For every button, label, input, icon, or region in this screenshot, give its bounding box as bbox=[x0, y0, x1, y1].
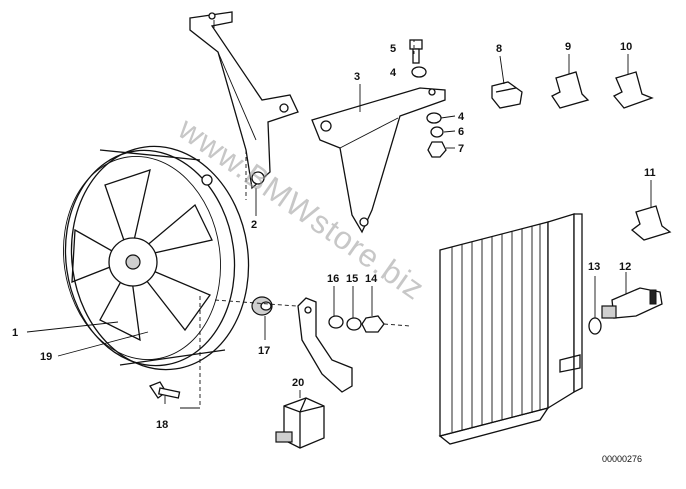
nut-14 bbox=[361, 315, 385, 333]
callout-17: 17 bbox=[258, 345, 270, 357]
bracket-3 bbox=[311, 87, 446, 234]
mount-bracket bbox=[297, 297, 353, 393]
callout-2: 2 bbox=[251, 219, 257, 231]
clip-11 bbox=[630, 205, 672, 241]
callout-5: 5 bbox=[390, 43, 396, 55]
callout-18: 18 bbox=[156, 419, 168, 431]
leader-lines bbox=[26, 20, 652, 409]
seal-13 bbox=[588, 317, 602, 335]
callout-1: 1 bbox=[12, 327, 18, 339]
callout-8: 8 bbox=[496, 43, 502, 55]
callout-14: 14 bbox=[365, 273, 378, 285]
diagram-code: 00000276 bbox=[602, 454, 642, 464]
bolt-5 bbox=[409, 39, 423, 64]
washer-15 bbox=[346, 317, 362, 331]
fan-blades bbox=[71, 169, 213, 342]
clip-9 bbox=[551, 71, 590, 109]
rubber-mount-17 bbox=[251, 296, 273, 316]
washer-16 bbox=[328, 315, 344, 329]
callout-9: 9 bbox=[565, 41, 571, 53]
washer-6 bbox=[430, 126, 444, 138]
callout-4a: 4 bbox=[390, 67, 397, 79]
callout-labels: 1 2 3 4 4 5 6 7 8 9 10 11 12 13 14 15 16… bbox=[12, 41, 656, 431]
callout-16: 16 bbox=[327, 273, 339, 285]
washer-4-right bbox=[426, 112, 442, 124]
callout-6: 6 bbox=[458, 126, 464, 138]
nut-7 bbox=[427, 141, 447, 158]
relay-20 bbox=[275, 397, 325, 449]
callout-4b: 4 bbox=[458, 111, 465, 123]
temp-switch-12 bbox=[601, 287, 663, 319]
callout-7: 7 bbox=[458, 143, 464, 155]
callout-19: 19 bbox=[40, 351, 52, 363]
callout-11: 11 bbox=[644, 167, 656, 179]
bracket-2 bbox=[189, 11, 299, 190]
callout-15: 15 bbox=[346, 273, 358, 285]
washer-4-top bbox=[411, 66, 427, 78]
callout-12: 12 bbox=[619, 261, 631, 273]
callout-20: 20 bbox=[292, 377, 304, 389]
clip-10 bbox=[612, 71, 654, 109]
clip-8 bbox=[491, 81, 523, 109]
fan-shroud bbox=[63, 145, 250, 371]
callout-10: 10 bbox=[620, 41, 632, 53]
radiator bbox=[438, 213, 583, 445]
callout-3: 3 bbox=[354, 71, 360, 83]
callout-13: 13 bbox=[588, 261, 600, 273]
bolt-18 bbox=[149, 381, 181, 399]
